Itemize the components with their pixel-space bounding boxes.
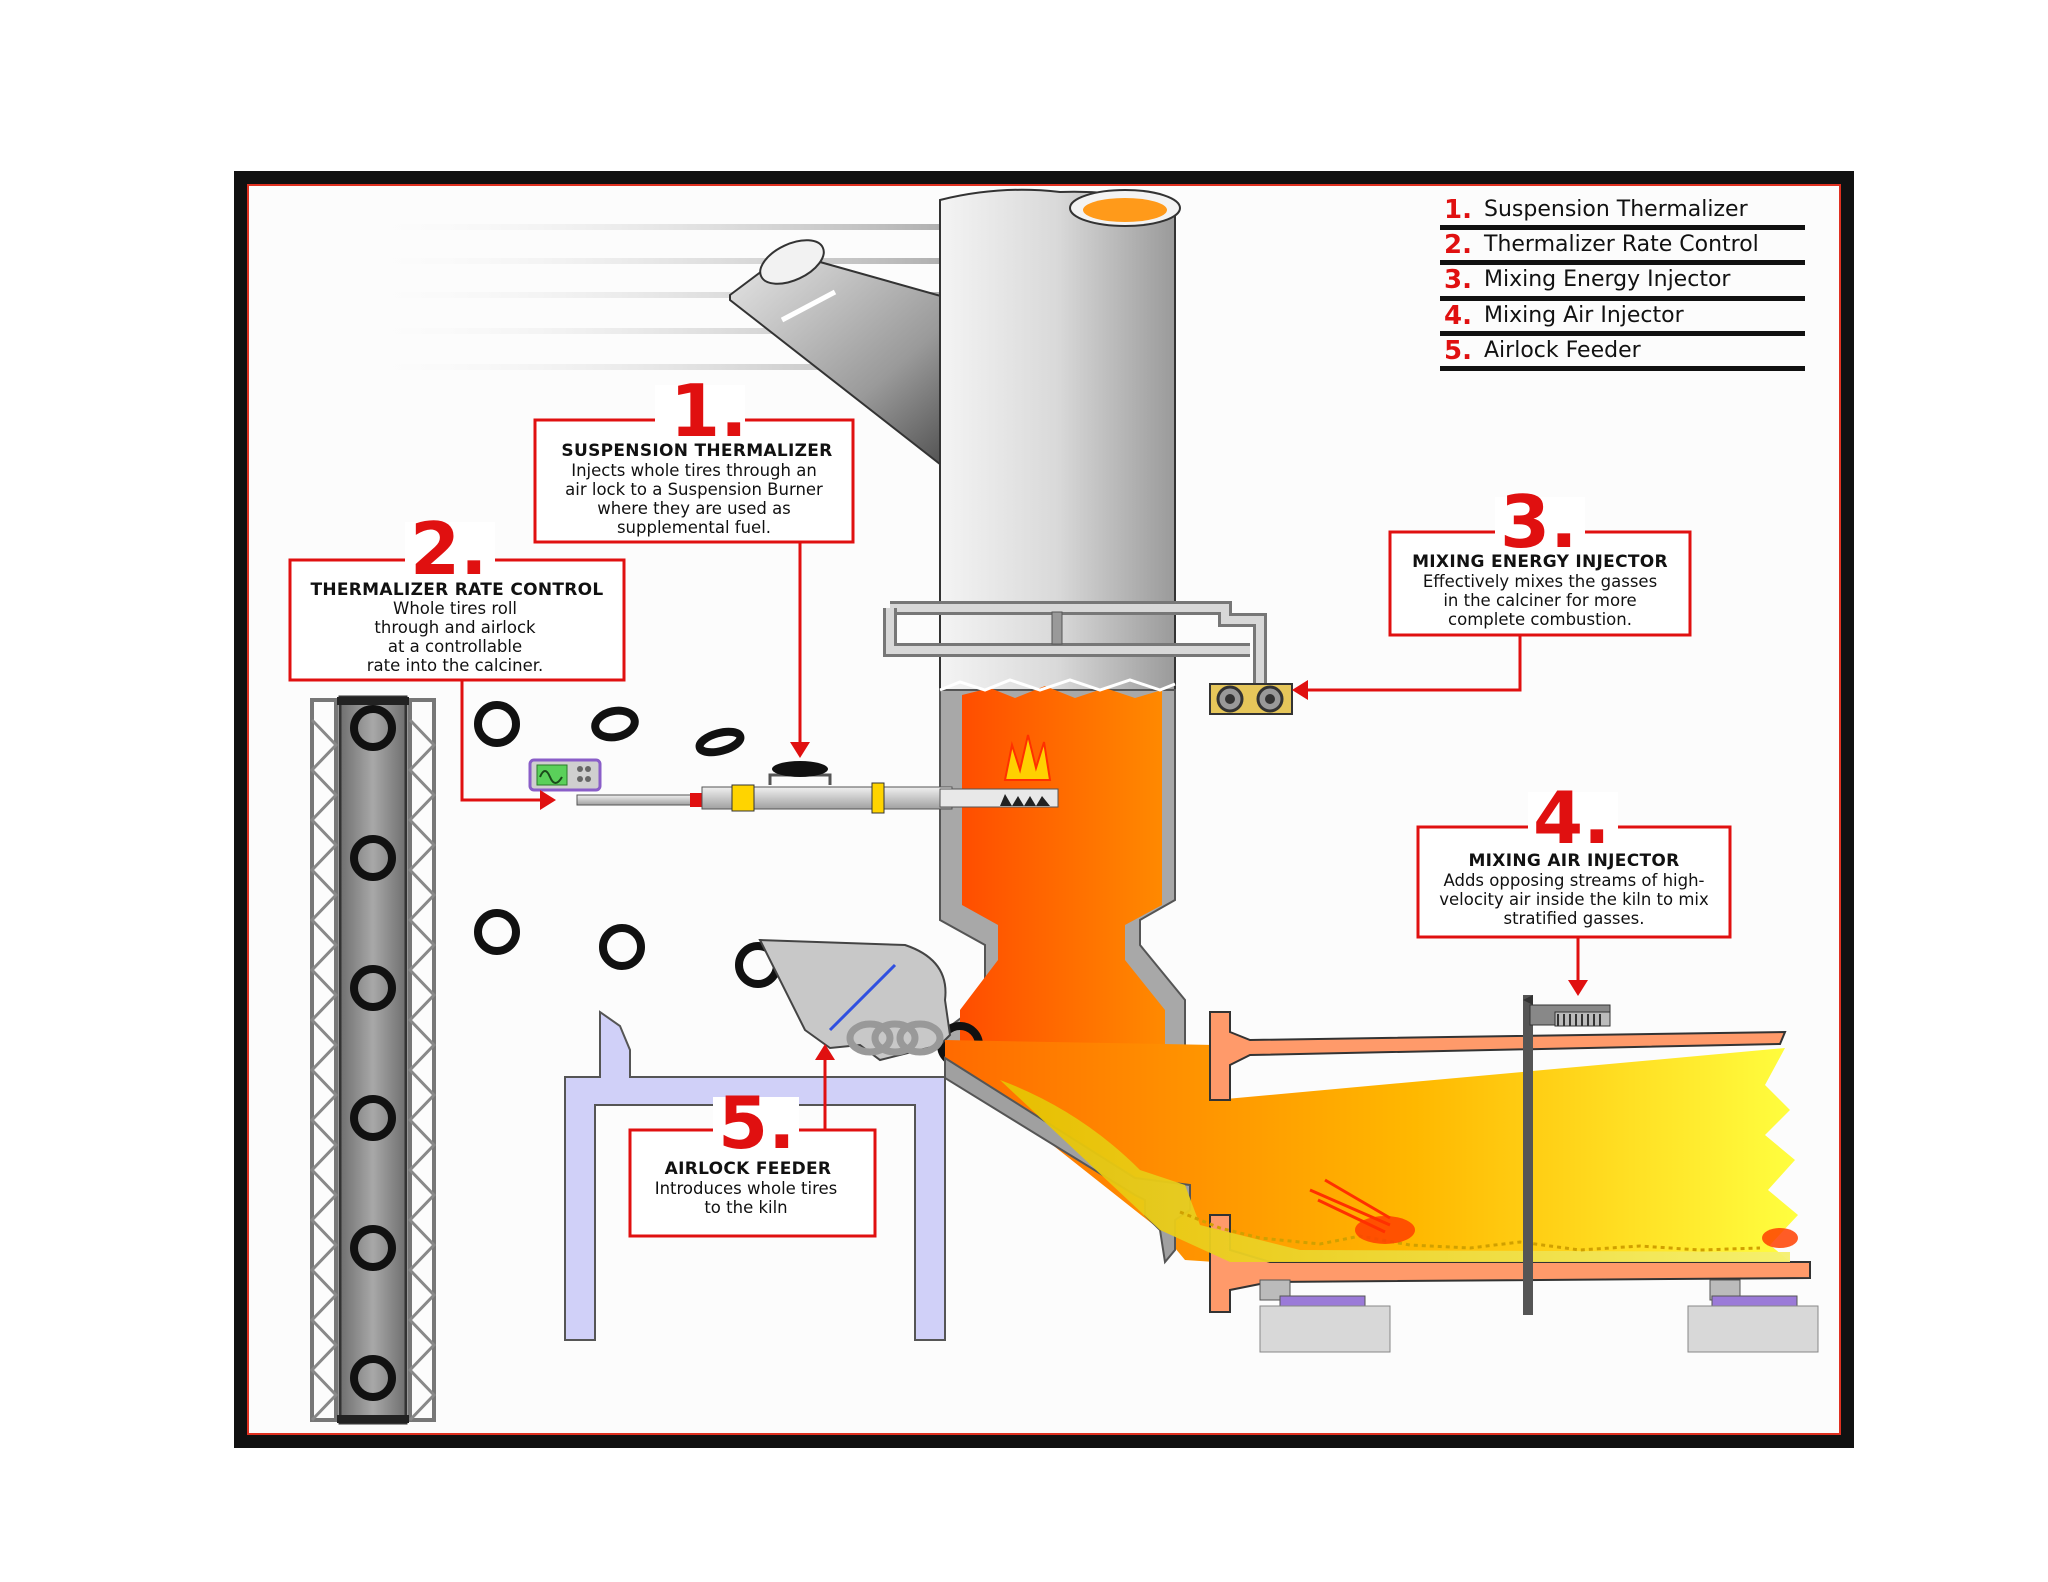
legend-item-5: 5. Airlock Feeder <box>1440 336 1805 371</box>
mixing-air-lance <box>1523 995 1611 1315</box>
support-stand <box>564 1010 946 1341</box>
callout-line: Introduces whole tires <box>655 1179 838 1198</box>
flame-icon <box>1003 734 1052 781</box>
legend-label: Suspension Thermalizer <box>1484 197 1749 222</box>
callout-airlock-feeder: 5. AIRLOCK FEEDER Introduces whole tires… <box>628 1081 877 1238</box>
callout-line: supplemental fuel. <box>617 518 771 537</box>
callout-line: stratified gasses. <box>1503 909 1644 928</box>
conveyor-tires <box>350 705 396 1401</box>
callout-title: SUSPENSION THERMALIZER <box>561 441 832 461</box>
mixing-energy-ring <box>883 601 1267 685</box>
leader-arrows <box>460 542 1580 1130</box>
callout-line: at a controllable <box>388 637 522 656</box>
callout-title: THERMALIZER RATE CONTROL <box>310 580 603 600</box>
legend-label: Mixing Energy Injector <box>1484 267 1731 292</box>
legend-item-3: 3. Mixing Energy Injector <box>1440 265 1805 301</box>
arrow-heads <box>540 680 1588 1060</box>
speed-lines <box>330 224 940 370</box>
callout-line: Whole tires roll <box>393 599 517 618</box>
callout-number: 1. <box>670 369 747 453</box>
callout-title: AIRLOCK FEEDER <box>665 1159 832 1179</box>
callout-number: 2. <box>410 507 487 591</box>
legend-number: 1. <box>1444 195 1472 225</box>
calciner-stack <box>939 188 1181 691</box>
callout-line: where they are used as <box>597 499 791 518</box>
legend-label: Thermalizer Rate Control <box>1483 232 1759 257</box>
callout-line: complete combustion. <box>1448 610 1632 629</box>
legend-item-4: 4. Mixing Air Injector <box>1440 301 1805 336</box>
legend-label: Airlock Feeder <box>1484 338 1642 363</box>
callout-mixing-energy: 3. MIXING ENERGY INJECTOR Effectively mi… <box>1388 480 1692 637</box>
legend-label: Mixing Air Injector <box>1484 303 1685 328</box>
conveyor <box>309 695 437 1425</box>
kiln-flames <box>1309 1178 1798 1248</box>
thermalizer-chute <box>729 239 981 470</box>
calciner-flame <box>960 686 1165 1080</box>
calciner-lower <box>939 678 1186 1080</box>
callout-title: MIXING AIR INJECTOR <box>1468 851 1679 871</box>
callout-number: 5. <box>718 1081 795 1165</box>
injection-pipe <box>576 761 1059 814</box>
legend-item-2: 2. Thermalizer Rate Control <box>1440 230 1805 265</box>
kiln-supports <box>1259 1279 1819 1353</box>
callout-mixing-air: 4. MIXING AIR INJECTOR Adds opposing str… <box>1416 776 1732 939</box>
callout-line: Effectively mixes the gasses <box>1423 572 1657 591</box>
legend-number: 3. <box>1444 265 1472 295</box>
legend-number: 5. <box>1444 336 1472 366</box>
callout-line: Injects whole tires through an <box>571 461 817 480</box>
callout-line: air lock to a Suspension Burner <box>565 480 823 499</box>
callout-line: through and airlock <box>374 618 536 637</box>
callout-line: velocity air inside the kiln to mix <box>1439 890 1709 909</box>
callout-line: rate into the calciner. <box>367 656 543 675</box>
callout-number: 4. <box>1533 776 1610 860</box>
legend-number: 4. <box>1444 301 1472 331</box>
callout-line: in the calciner for more <box>1443 591 1636 610</box>
rate-control-unit <box>528 758 602 792</box>
callout-line: to the kiln <box>704 1198 787 1217</box>
legend-number: 2. <box>1444 230 1472 260</box>
callout-title: MIXING ENERGY INJECTOR <box>1412 552 1668 572</box>
callout-number: 3. <box>1500 480 1577 564</box>
callout-suspension-thermalizer: 1. SUSPENSION THERMALIZER Injects whole … <box>533 369 855 544</box>
airlock-feeder <box>758 938 952 1062</box>
callout-line: Adds opposing streams of high- <box>1443 871 1704 890</box>
fan-icon <box>1209 683 1293 715</box>
kiln-top-shell <box>1209 1011 1787 1101</box>
legend-item-1: 1. Suspension Thermalizer <box>1440 195 1805 230</box>
legend: 1. Suspension Thermalizer 2. Thermalizer… <box>1440 195 1805 371</box>
callout-rate-control: 2. THERMALIZER RATE CONTROL Whole tires … <box>288 507 626 682</box>
rotary-kiln <box>944 1011 1811 1313</box>
